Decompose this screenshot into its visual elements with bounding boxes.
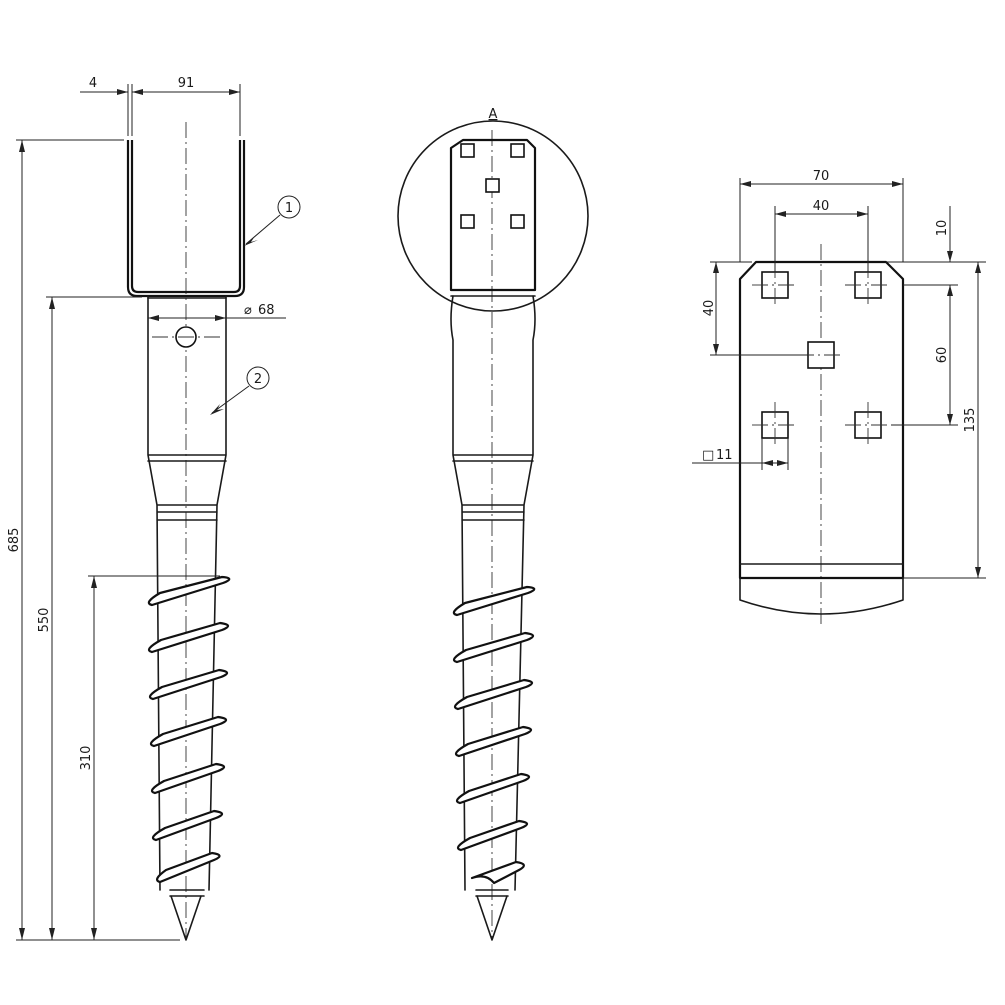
plate-hole [485,178,500,193]
thread-flights [147,575,231,884]
plate-holes [752,262,891,448]
detail-label: A [489,107,498,122]
u-bracket [126,140,246,298]
front-view [126,122,246,941]
dim-68: 68 [258,303,275,318]
plate-hole [460,214,475,229]
plate-hole [510,214,525,229]
side-screw-tip [475,889,509,941]
dim-70: 70 [813,169,830,184]
dim-685: 685 [7,528,22,553]
plate-detail-view: 70 40 40 10 60 135 [692,169,986,628]
callout-2-label: 2 [254,372,262,387]
plate-bottom-arc [739,577,904,615]
dim-91: 91 [178,76,195,91]
dim-40-horizontal: 40 [813,199,830,214]
callout-1-label: 1 [285,201,293,216]
dim-11: 11 [716,448,733,463]
front-dimensions: 685 550 310 4 91 ⌀ 68 1 2 [7,76,301,941]
dim-4: 4 [89,76,97,91]
dim-135: 135 [963,408,978,433]
square-symbol: □ [702,448,714,463]
plate-hole [460,143,475,158]
side-shank [450,295,536,891]
side-thread-flights [452,585,536,885]
callout-1-circle [277,195,301,219]
dim-60: 60 [935,347,950,364]
dim-10: 10 [935,220,950,237]
detail-circle [397,120,589,312]
side-view: A [397,107,589,941]
dim-40-vertical: 40 [702,300,717,317]
screw-tip [169,889,205,941]
side-plate [449,138,537,292]
dim-310: 310 [79,746,94,771]
diameter-symbol: ⌀ [244,303,252,318]
dim-550: 550 [37,608,52,633]
plate-hole [510,143,525,158]
callout-2-circle [246,366,270,390]
